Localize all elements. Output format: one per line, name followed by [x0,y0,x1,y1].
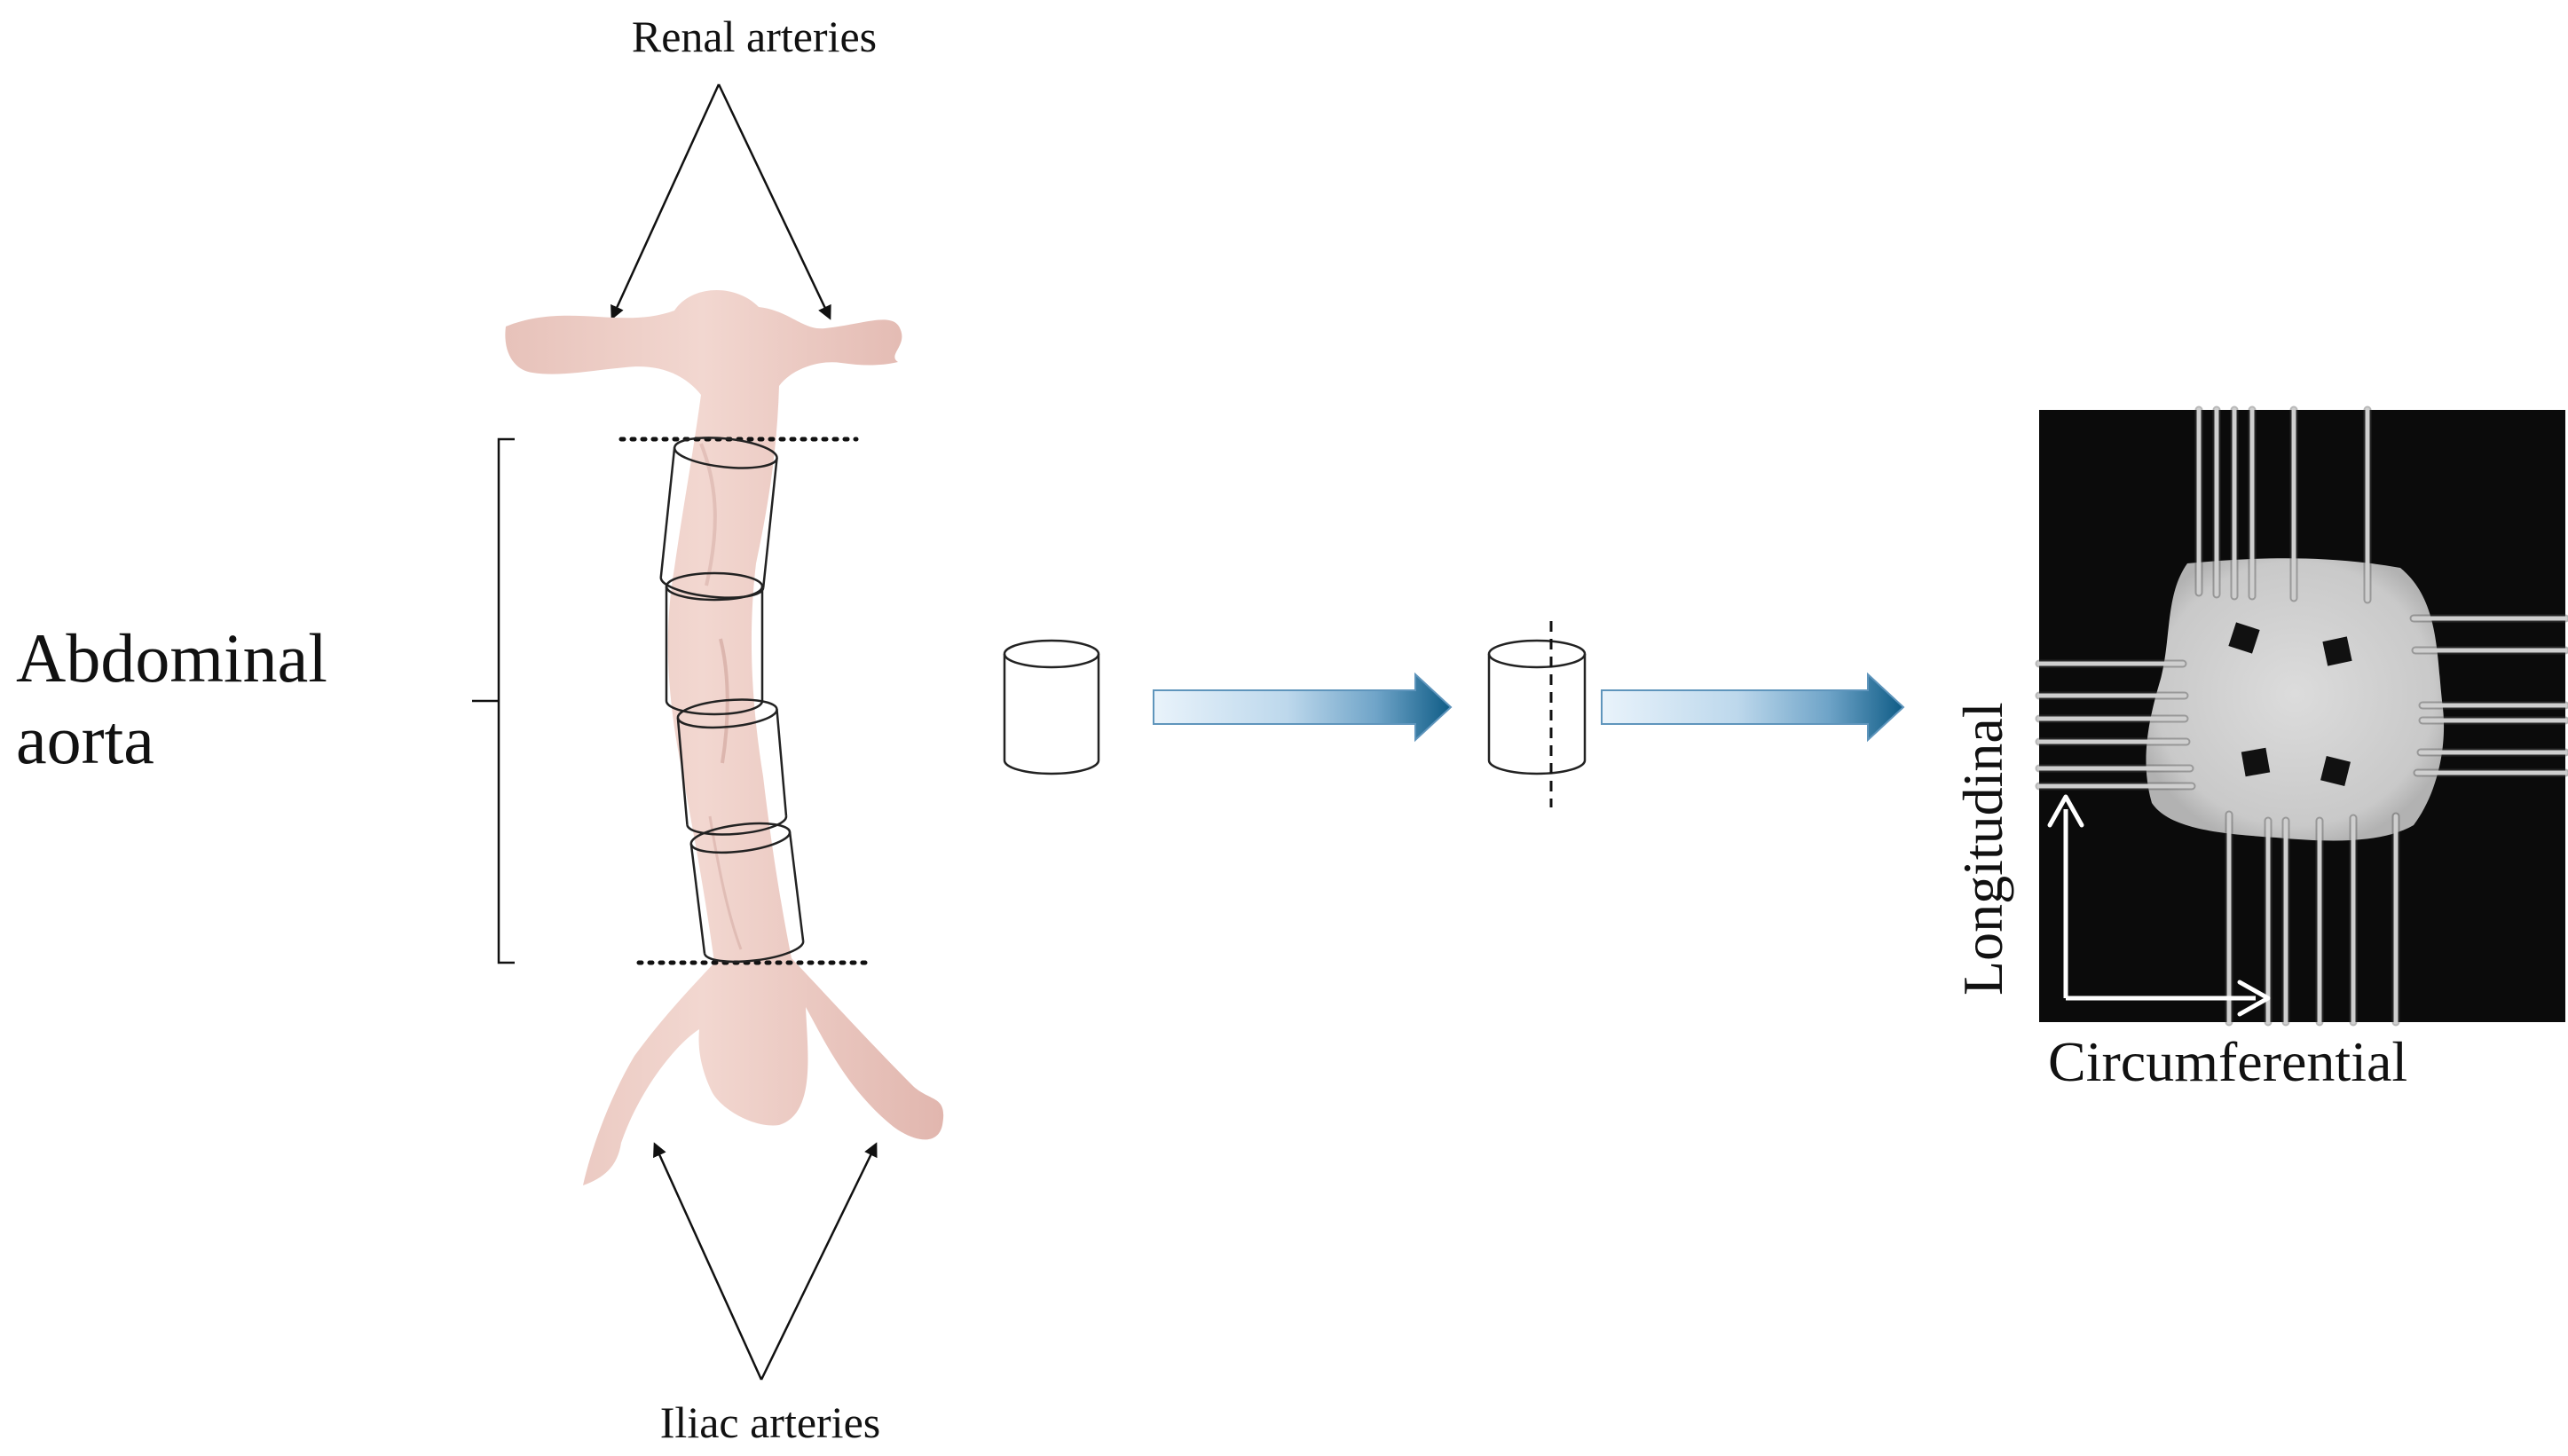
abdominal-aorta-label-line1: Abdominal [16,619,327,697]
marker-3 [2241,747,2271,777]
iliac-arrow-left [653,1142,763,1381]
aorta-cylinder-3 [676,698,788,836]
process-arrow-2 [1601,672,1905,743]
longitudinal-axis-arrowhead [2047,794,2084,828]
aorta-cylinder-4 [689,822,805,964]
abdominal-aorta-bracket [472,437,515,964]
aorta-texture-2 [719,638,729,764]
aorta-cylinder-2 [665,571,764,716]
renal-arrow-right [717,83,831,320]
renal-arrow-left [610,83,721,320]
circumferential-label: Circumferential [2048,1030,2407,1093]
iliac-arteries-label: Iliac arteries [660,1397,880,1447]
aorta-cylinders [659,437,805,964]
right-rakes [2409,614,2568,777]
marker-2 [2322,636,2352,666]
marker-4 [2320,756,2351,786]
orientation-axes [2047,794,2271,1017]
cylinder-cut-sample [1487,621,1587,807]
biaxial-test-photo [2035,405,2568,1027]
longitudinal-label: Longitudinal [1951,702,2014,996]
abdominal-aorta-label-line2: aorta [16,701,154,778]
aorta-specimen [505,289,944,1185]
marker-1 [2228,622,2260,654]
process-arrow-1 [1153,672,1453,743]
iliac-arrow-right [760,1142,878,1381]
aorta-texture-1 [699,443,717,586]
left-rakes [2035,659,2196,791]
renal-arteries-label: Renal arteries [632,12,877,61]
top-rakes [2194,405,2372,604]
bottom-rakes [2225,810,2400,1027]
circumferential-axis-arrowhead [2237,980,2271,1017]
single-cylinder-sample [1003,639,1100,775]
tested-tissue-sample [2146,558,2445,841]
